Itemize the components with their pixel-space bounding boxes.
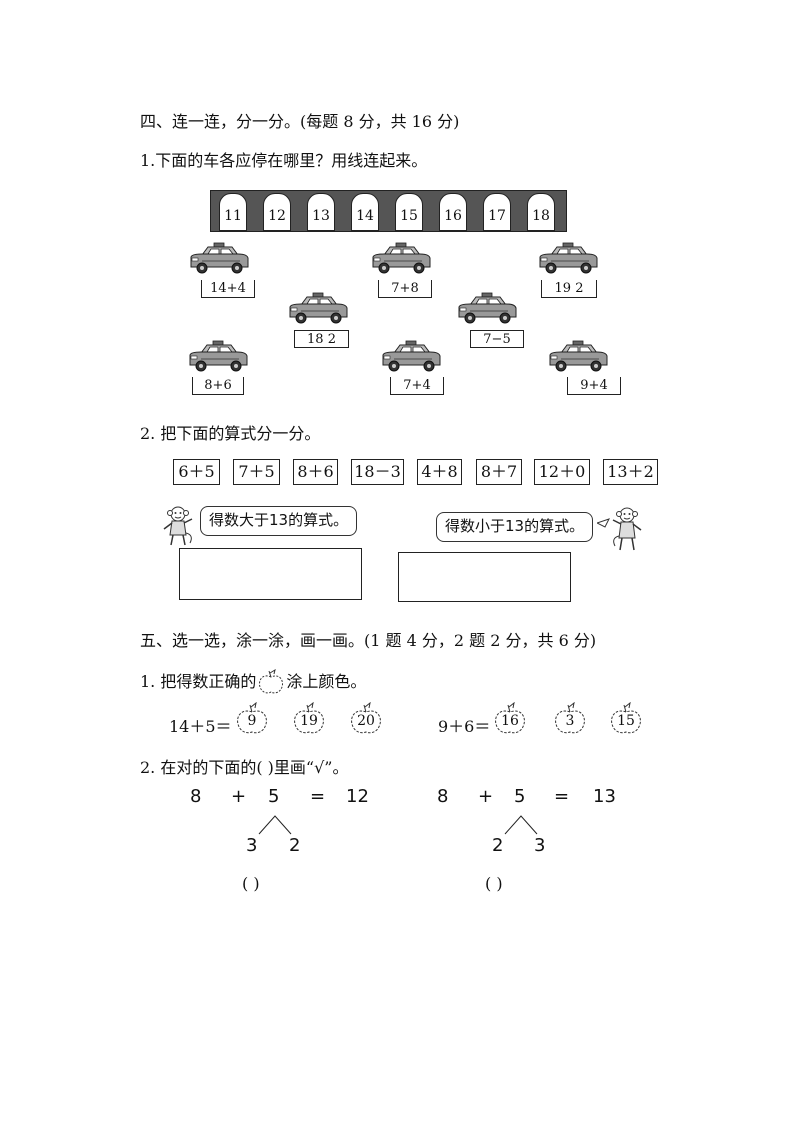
- bay-11[interactable]: 11: [219, 193, 247, 231]
- expression-card[interactable]: 8＋7: [476, 459, 522, 485]
- answer-parentheses[interactable]: ( ): [485, 874, 503, 893]
- equals: =: [310, 786, 326, 807]
- taxi-icon: [458, 292, 517, 324]
- operand-b: 5: [268, 786, 280, 807]
- apple-icon: [259, 668, 284, 694]
- operator: +: [231, 786, 247, 807]
- taxi-icon: [382, 340, 441, 372]
- apple-number: 15: [617, 713, 635, 729]
- car-label[interactable]: 7+8: [378, 280, 432, 298]
- expression-card[interactable]: 4＋8: [417, 459, 462, 485]
- expression-card[interactable]: 7＋5: [233, 459, 280, 485]
- answer-box-greater[interactable]: [179, 548, 362, 600]
- taxi-icon: [289, 292, 348, 324]
- result: 12: [346, 786, 369, 807]
- car-label[interactable]: 9+4: [567, 377, 621, 395]
- section4-title: 四、连一连，分一分。(每题 8 分，共 16 分): [140, 112, 460, 131]
- taxi-icon: [549, 340, 608, 372]
- answer-box-less[interactable]: [398, 552, 571, 602]
- split-part: 3: [534, 835, 546, 856]
- split-lines: [504, 815, 538, 835]
- expression-card[interactable]: 18－3: [351, 459, 404, 485]
- apple-number: 3: [565, 713, 575, 729]
- taxi-icon: [189, 340, 248, 372]
- operand-a: 8: [437, 786, 449, 807]
- bay-17[interactable]: 17: [483, 193, 511, 231]
- apple-option[interactable]: 20: [348, 702, 384, 736]
- car-label[interactable]: 14+4: [201, 280, 255, 298]
- taxi-icon: [539, 242, 598, 274]
- s5-q2-prompt: 2. 在对的下面的( )里画“√”。: [140, 758, 349, 777]
- car-label[interactable]: 8+6: [192, 377, 244, 395]
- bubble-greater-than-13: 得数大于13的算式。: [200, 506, 358, 536]
- apple-option[interactable]: 3: [552, 702, 588, 736]
- expression-card[interactable]: 12＋0: [534, 459, 590, 485]
- expression-card[interactable]: 8＋6: [293, 459, 338, 485]
- s5-q1-prompt: 1. 把得数正确的 涂上颜色。: [140, 668, 366, 695]
- apple-number: 19: [300, 713, 318, 729]
- operator: +: [478, 786, 494, 807]
- apple-option[interactable]: 15: [608, 702, 644, 736]
- result: 13: [593, 786, 616, 807]
- apple-number: 9: [247, 713, 257, 729]
- operand-b: 5: [514, 786, 526, 807]
- expression-card[interactable]: 13＋2: [603, 459, 658, 485]
- answer-parentheses[interactable]: ( ): [242, 874, 260, 893]
- bay-13[interactable]: 13: [307, 193, 335, 231]
- car-label[interactable]: 19 2: [541, 280, 597, 298]
- parking-garage: 11 12 13 14 15 16 17 18: [210, 190, 567, 232]
- split-part: 2: [492, 835, 504, 856]
- bay-14[interactable]: 14: [351, 193, 379, 231]
- bubble-pointer-icon: [597, 518, 610, 528]
- bay-12[interactable]: 12: [263, 193, 291, 231]
- taxi-icon: [190, 242, 249, 274]
- bubble-less-than-13: 得数小于13的算式。: [436, 512, 594, 542]
- prompt-text: 涂上颜色。: [286, 672, 367, 691]
- car-label[interactable]: 18 2: [294, 330, 349, 348]
- q2-prompt: 2. 把下面的算式分一分。: [140, 424, 321, 443]
- left-equation: 14＋5＝: [169, 717, 232, 736]
- right-equation: 9＋6＝: [438, 717, 491, 736]
- bay-16[interactable]: 16: [439, 193, 467, 231]
- split-part: 2: [289, 835, 301, 856]
- section5-title: 五、选一选，涂一涂，画一画。(1 题 4 分，2 题 2 分，共 6 分): [140, 631, 597, 650]
- prompt-text: 1. 把得数正确的: [140, 672, 257, 691]
- apple-number: 16: [501, 713, 519, 729]
- operand-a: 8: [190, 786, 202, 807]
- apple-option[interactable]: 16: [492, 702, 528, 736]
- equals: =: [554, 786, 570, 807]
- monkey-icon: [612, 507, 642, 551]
- monkey-icon: [163, 506, 193, 546]
- expression-card[interactable]: 6＋5: [173, 459, 220, 485]
- car-label[interactable]: 7+4: [390, 377, 444, 395]
- bay-18[interactable]: 18: [527, 193, 555, 231]
- bay-15[interactable]: 15: [395, 193, 423, 231]
- apple-option[interactable]: 19: [291, 702, 327, 736]
- split-lines: [258, 815, 292, 835]
- q1-prompt: 1.下面的车各应停在哪里？用线连起来。: [140, 151, 428, 170]
- apple-option[interactable]: 9: [234, 702, 270, 736]
- split-part: 3: [246, 835, 258, 856]
- taxi-icon: [372, 242, 431, 274]
- apple-number: 20: [357, 713, 375, 729]
- car-label[interactable]: 7−5: [470, 330, 524, 348]
